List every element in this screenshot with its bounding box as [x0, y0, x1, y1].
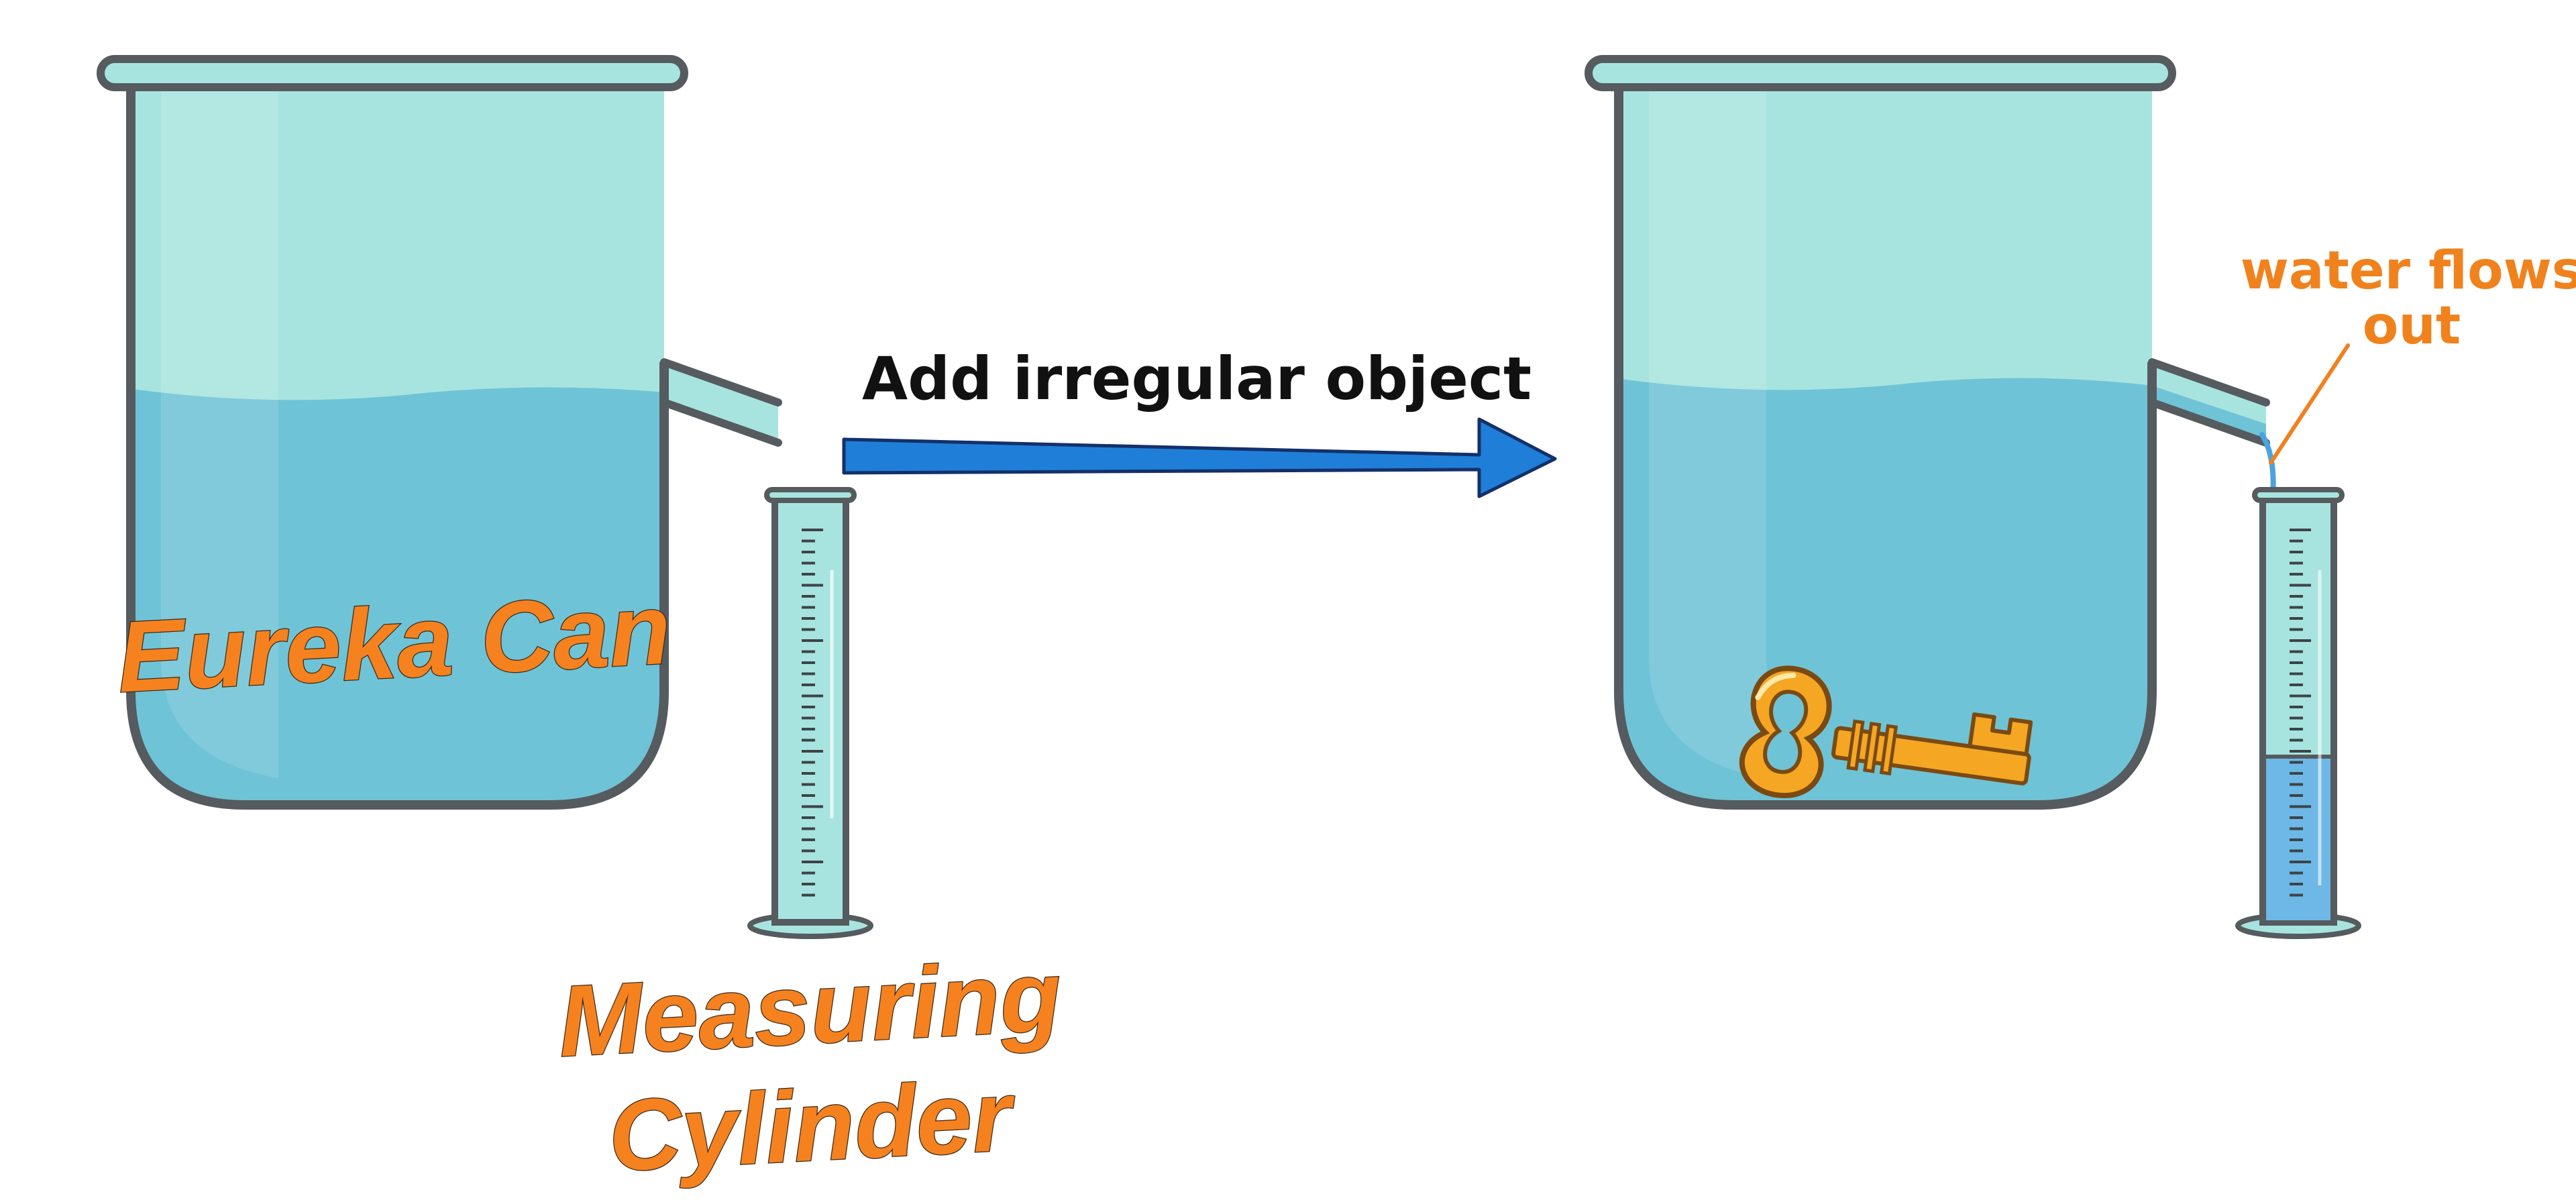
- can-rim-left: [97, 55, 688, 91]
- measuring-cylinder-left: [747, 487, 873, 939]
- cylinder-tube-left: [771, 493, 849, 926]
- measuring-cylinder-right: [2235, 487, 2361, 939]
- can-outline-left: [126, 80, 669, 810]
- can-outline-right: [1614, 80, 2157, 810]
- can-highlight-left: [161, 84, 278, 778]
- water-flows-label-line2: out: [2363, 296, 2461, 356]
- arrow-caption: Add irregular object: [862, 344, 1532, 413]
- annotation-pointer: [2269, 343, 2350, 465]
- can-water-left: [133, 387, 664, 803]
- right-arrow-icon: [842, 417, 1557, 498]
- eureka-can-right: [1585, 55, 2270, 810]
- measuring-cylinder-label-line2: Cylinder: [606, 1058, 1019, 1193]
- measuring-cylinder-label-line1: Measuring: [555, 939, 1064, 1078]
- water-flows-label-line1: water flows: [2241, 241, 2576, 301]
- key-icon: [1739, 665, 2033, 799]
- can-highlight-right: [1649, 84, 1766, 778]
- can-rim-right: [1585, 55, 2176, 91]
- can-spout-left: [664, 362, 778, 443]
- cylinder-scale-right: [2290, 529, 2311, 897]
- eureka-can-left: [97, 55, 782, 810]
- cylinder-scale-left: [802, 529, 823, 897]
